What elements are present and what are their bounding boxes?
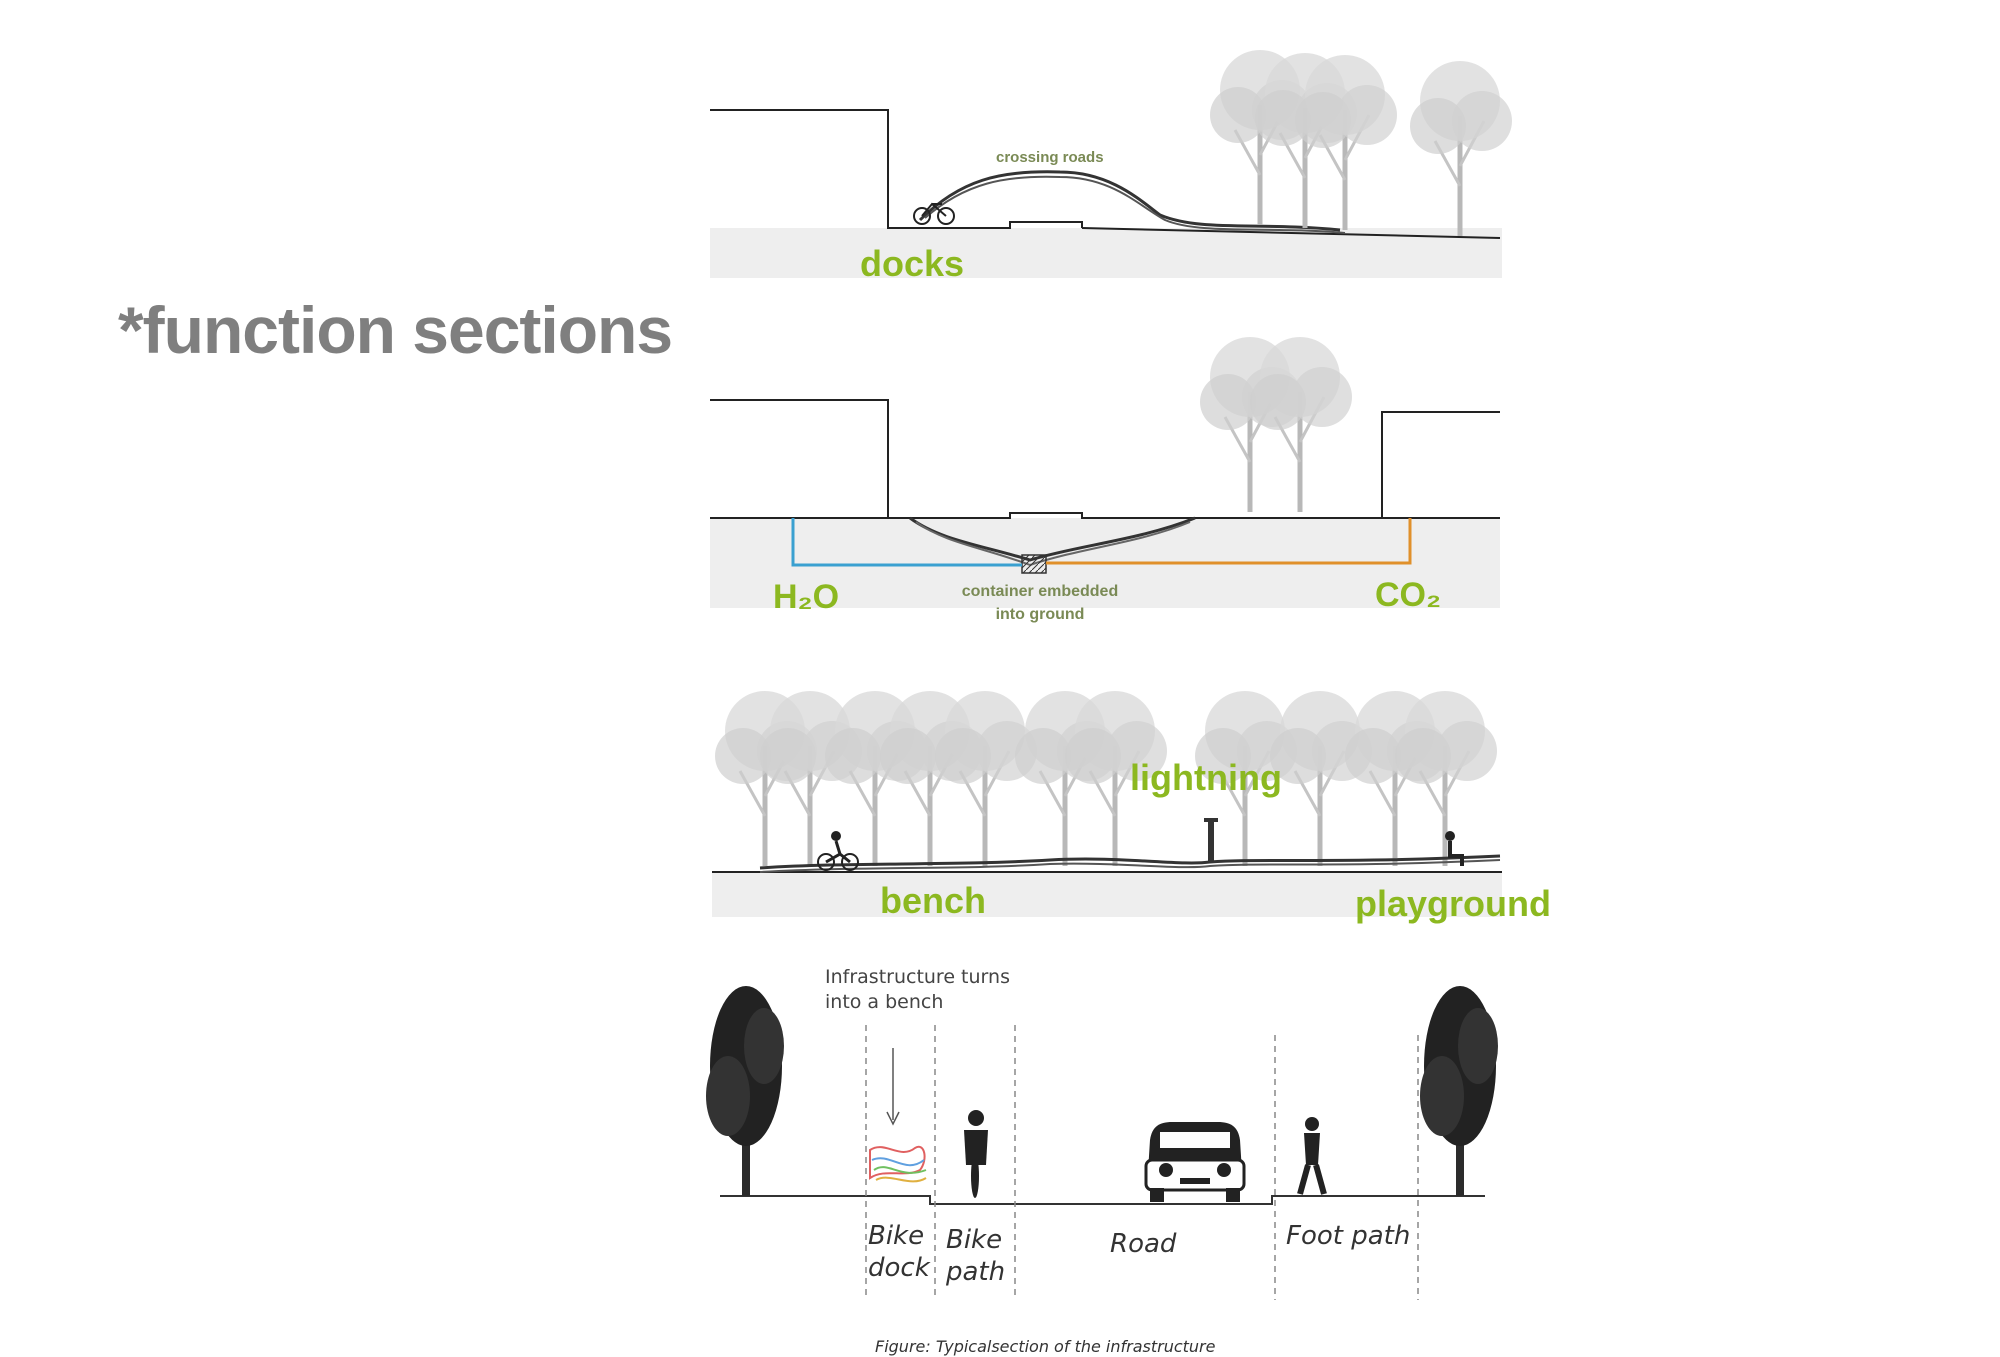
section-recreation: lightning bench playground (712, 691, 1551, 924)
label-co2: CO₂ (1375, 576, 1441, 614)
page-title: *function sections (118, 293, 673, 367)
lane-bike-path-line-1: Bike (946, 1225, 1002, 1255)
lane-bike-path-line-2: path (945, 1257, 1005, 1287)
section-utilities: H₂O CO₂ container embedded into ground (710, 337, 1500, 623)
bench-infrastructure-icon (869, 1145, 927, 1183)
bicycle-icon (913, 202, 955, 225)
lane-bike-dock-line-1: Bike (868, 1221, 924, 1251)
ground-band (710, 228, 1502, 278)
sitting-person-icon (1445, 831, 1464, 866)
tree-icon (1250, 337, 1352, 512)
note-infrastructure-line-2: into a bench (825, 991, 943, 1013)
tree-icon (706, 986, 784, 1196)
container-icon (1021, 554, 1047, 574)
lamp-post-icon (1204, 818, 1218, 862)
section-docks: crossing roads docks (710, 50, 1512, 284)
label-crossing-roads: crossing roads (996, 149, 1104, 166)
cyclist-icon (964, 1110, 988, 1198)
co2-pipe (1046, 518, 1412, 565)
note-infrastructure-line-1: Infrastructure turns (825, 966, 1010, 988)
label-playground: playground (1355, 883, 1551, 924)
tree-icon (1420, 986, 1498, 1196)
building-outline (710, 399, 1500, 519)
label-bench: bench (880, 880, 986, 921)
lane-bike-dock-line-2: dock (868, 1253, 931, 1283)
label-container-line-1: container embedded (962, 583, 1118, 600)
ground-band (712, 872, 1502, 917)
street-profile (720, 1195, 1485, 1205)
label-lightning: lightning (1130, 757, 1282, 798)
car-icon (1144, 1122, 1246, 1202)
label-docks: docks (860, 243, 964, 284)
cyclist-icon (817, 831, 859, 871)
tree-icon (1395, 691, 1497, 866)
lane-road: Road (1110, 1229, 1177, 1259)
label-container-line-2: into ground (996, 606, 1085, 623)
tree-icon (1410, 61, 1512, 236)
tree-icon (1295, 55, 1397, 230)
pedestrian-icon (1297, 1117, 1327, 1195)
water-pipe (791, 518, 1022, 567)
arrow-down-icon (886, 1111, 900, 1126)
figure-caption: Figure: Typicalsection of the infrastruc… (875, 1337, 1216, 1356)
lane-foot-path: Foot path (1286, 1221, 1410, 1251)
section-street: Infrastructure turns into a bench Bike d… (706, 966, 1498, 1356)
tree-icon (935, 691, 1037, 866)
label-h2o: H₂O (773, 578, 839, 616)
building-outline (710, 109, 1083, 229)
